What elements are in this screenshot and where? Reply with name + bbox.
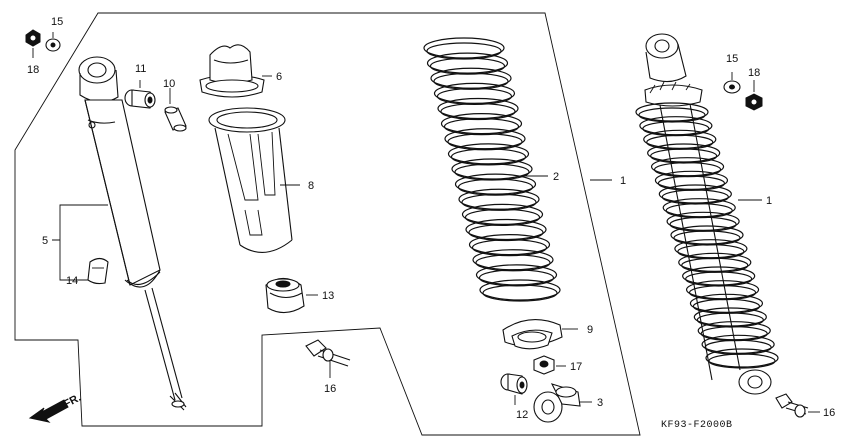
callout-9: 9 — [587, 324, 593, 336]
coil-spring-part-2 — [423, 37, 561, 302]
spring-coil-inner — [436, 87, 513, 105]
callout-15-left: 15 — [51, 16, 63, 28]
spring-coil-inner — [433, 72, 509, 90]
spring-coil — [639, 116, 713, 136]
collar-part-10 — [164, 88, 187, 132]
spring-coil-inner — [482, 284, 558, 302]
spring-coil — [670, 225, 744, 245]
spring-coil-inner — [429, 57, 506, 75]
spring-coil-inner — [447, 133, 523, 151]
spring-coil-inner — [461, 193, 537, 211]
washer-part-15-right — [723, 72, 741, 94]
spring-coil — [647, 143, 721, 163]
callout-8: 8 — [308, 180, 314, 192]
spring-coil-inner — [478, 269, 555, 287]
spring-coil-inner — [471, 239, 548, 257]
callout-3: 3 — [597, 397, 603, 409]
spring-coil-inner — [443, 118, 520, 136]
spring-coil-inner — [426, 42, 502, 60]
spring-coil-inner — [457, 178, 534, 196]
spring-coil — [643, 129, 717, 149]
spring-coil-inner — [440, 102, 516, 121]
washer-part-15 — [45, 38, 61, 52]
spring-coil — [693, 307, 767, 327]
spring-coil-inner — [464, 208, 541, 226]
spring-coil — [689, 293, 764, 313]
spring-coil — [674, 239, 748, 259]
spring-coil — [682, 266, 756, 286]
spring-coil-inner — [450, 148, 527, 166]
callout-14: 14 — [66, 275, 78, 287]
spring-coil-inner — [708, 353, 776, 369]
bushing-part-11 — [124, 80, 156, 109]
spring-coil-inner — [468, 223, 544, 242]
spring-coil — [635, 102, 709, 122]
coil-spring-part-1-right — [635, 102, 779, 369]
callout-16-right: 16 — [823, 407, 835, 419]
spring-coil — [662, 198, 736, 218]
clip-part — [87, 257, 109, 285]
callout-16-left: 16 — [324, 383, 336, 395]
callout-17: 17 — [570, 361, 582, 373]
bushing-part-12 — [500, 373, 528, 405]
spring-coil — [658, 184, 732, 204]
diagram-code: KF93-F2000B — [661, 420, 733, 431]
stopper-part-9 — [502, 319, 578, 350]
rubber-part-13 — [265, 277, 318, 314]
spring-coil — [697, 321, 771, 341]
nut-part-18 — [25, 29, 41, 47]
spring-seat-part-6 — [199, 44, 272, 98]
callout-10: 10 — [163, 78, 175, 90]
bolt-part-16-right — [775, 393, 820, 418]
nut-part-17 — [533, 355, 566, 375]
direction-label: FR. — [62, 392, 83, 411]
direction-arrow-icon — [28, 399, 69, 423]
bump-stop-part-8 — [208, 107, 300, 253]
spring-coil-inner — [475, 254, 551, 272]
callout-bracket-5 — [52, 204, 108, 281]
callout-6: 6 — [276, 71, 282, 83]
spring-coil — [678, 252, 752, 272]
spring-coil-inner — [454, 163, 530, 181]
callout-13: 13 — [322, 290, 334, 302]
spring-coil — [705, 348, 779, 368]
callout-18-right: 18 — [748, 67, 760, 79]
assembly-boundary — [14, 12, 641, 436]
callout-12: 12 — [516, 409, 528, 421]
spring-coil — [685, 280, 760, 300]
spring-coil — [701, 334, 775, 354]
callout-1-center: 1 — [620, 175, 626, 187]
callout-18-left: 18 — [27, 64, 39, 76]
spring-coil — [650, 157, 725, 177]
callout-15-right: 15 — [726, 53, 738, 65]
callout-1-right: 1 — [766, 195, 772, 207]
bolt-part-16-left — [305, 339, 351, 378]
callout-2: 2 — [553, 171, 559, 183]
spring-coil — [654, 170, 729, 190]
callout-11: 11 — [135, 63, 146, 75]
spring-coil — [666, 211, 740, 231]
nut-part-18-right — [745, 80, 763, 111]
spring-coil — [479, 279, 561, 301]
damper-body — [78, 56, 187, 411]
callout-5: 5 — [42, 235, 48, 247]
end-eye-part-3 — [533, 383, 592, 423]
